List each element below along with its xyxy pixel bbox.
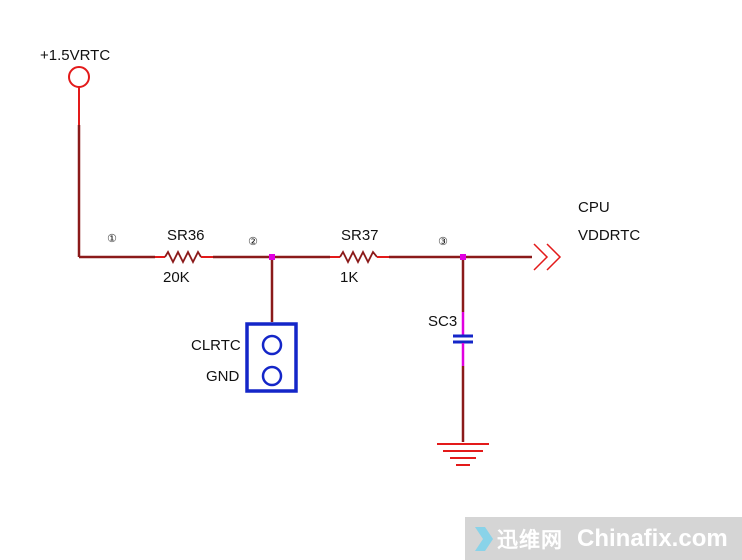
watermark-en-text: Chinafix.com (577, 524, 728, 552)
resistor-sr36-ref: SR36 (167, 227, 205, 244)
resistor-sr36-symbol (164, 249, 202, 265)
node-marker-1: ① (107, 232, 117, 245)
power-rail-terminal-icon (68, 66, 90, 88)
watermark: 迅维网 Chinafix.com (465, 517, 742, 560)
junction-dot (460, 254, 466, 260)
jumper-clrtc-body (245, 322, 298, 393)
node-marker-3: ③ (438, 235, 448, 248)
watermark-arrow-icon (475, 526, 493, 551)
output-label-line1: CPU (578, 199, 610, 216)
ground-icon (437, 443, 489, 466)
jumper-pin2-label: GND (206, 368, 240, 385)
resistor-sr37-value: 1K (340, 269, 358, 286)
output-label-line2: VDDRTC (578, 227, 640, 244)
output-port-icon (533, 243, 549, 271)
capacitor-ref: SC3 (428, 313, 457, 330)
node-marker-2: ② (248, 235, 258, 248)
output-port-icon (546, 243, 562, 271)
power-rail-label: +1.5VRTC (40, 47, 110, 64)
jumper-pin1-label: CLRTC (191, 337, 241, 354)
resistor-sr37-ref: SR37 (341, 227, 379, 244)
watermark-cn-text: 迅维网 (497, 527, 563, 552)
resistor-sr37-symbol (339, 249, 378, 265)
junction-dot (269, 254, 275, 260)
resistor-sr36-value: 20K (163, 269, 190, 286)
jumper-pin-2-icon (261, 365, 283, 387)
jumper-pin-1-icon (261, 334, 283, 356)
